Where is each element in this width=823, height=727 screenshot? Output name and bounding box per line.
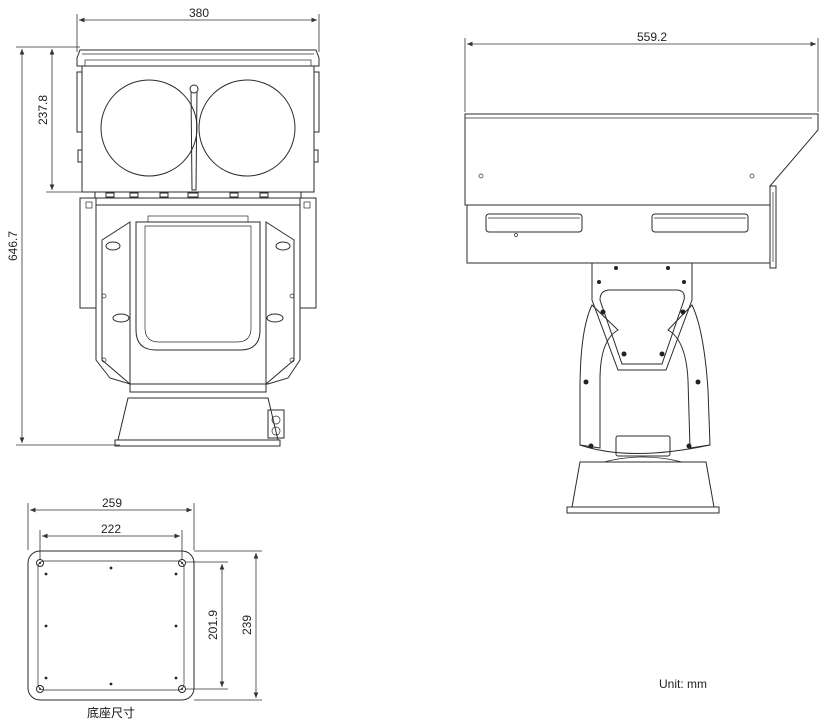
- dim-label-side-length: 559.2: [637, 30, 667, 44]
- dimension-side-length: 559.2: [464, 30, 819, 112]
- base-caption: 底座尺寸: [87, 705, 135, 720]
- side-sunshade: [464, 113, 819, 206]
- side-pan-tilt-bracket: [579, 262, 711, 457]
- dimension-base-hole-height: 201.9: [186, 561, 228, 690]
- dimension-base-outer-height: 239: [194, 550, 262, 701]
- unit-label: Unit: mm: [659, 677, 707, 691]
- dim-label-front-total-height: 646.7: [6, 231, 20, 261]
- dimension-front-width: 380: [76, 6, 320, 52]
- side-view: 559.2: [464, 30, 819, 514]
- dim-label-base-hole-width: 222: [101, 522, 121, 536]
- base-plate-view: 259 222 201.9 239: [27, 496, 262, 720]
- right-lens: [198, 79, 296, 177]
- front-base: [114, 397, 285, 447]
- left-lens: [100, 79, 198, 177]
- dimension-front-housing-height: 237.8: [36, 49, 95, 193]
- wiper: [190, 89, 198, 191]
- dimension-base-hole-width: 222: [39, 522, 183, 560]
- dim-label-base-hole-height: 201.9: [206, 610, 220, 640]
- dim-label-front-housing-height: 237.8: [36, 95, 50, 125]
- dimension-front-total-height: 646.7: [6, 46, 120, 446]
- front-pan-tilt-body: [79, 197, 317, 393]
- front-housing: [76, 49, 320, 199]
- dim-label-base-outer-width: 259: [102, 496, 122, 510]
- dim-label-base-outer-height: 239: [240, 615, 254, 635]
- dimension-base-outer-width: 259: [27, 496, 195, 550]
- base-plate-outline: [27, 550, 195, 701]
- front-view: 380 646.7 237.8: [6, 6, 320, 447]
- dim-label-front-width: 380: [189, 6, 209, 20]
- side-base: [571, 461, 715, 508]
